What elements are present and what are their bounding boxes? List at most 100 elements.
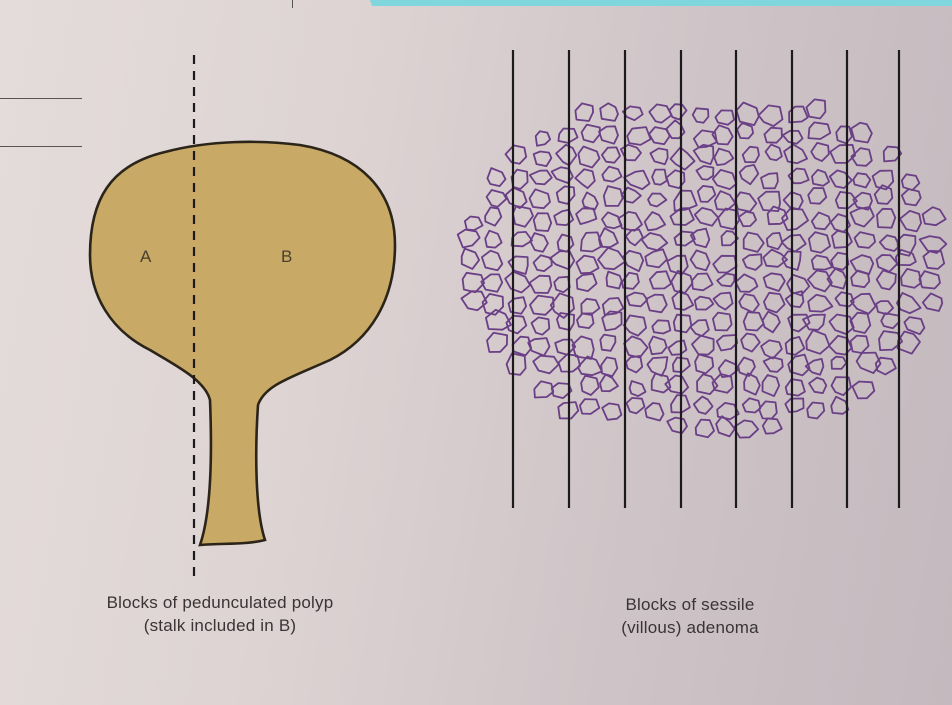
villus-cell	[550, 251, 575, 269]
villus-cell	[744, 312, 764, 330]
villus-cell	[630, 381, 646, 396]
villus-cell	[829, 315, 853, 335]
villus-cell	[487, 190, 507, 207]
left-caption-line1: Blocks of pedunculated polyp	[70, 591, 370, 614]
villus-cell	[647, 357, 667, 376]
villus-cell	[674, 315, 692, 333]
villus-cell	[691, 250, 710, 270]
villus-cell	[830, 170, 852, 188]
villus-cell	[763, 375, 780, 396]
villus-cell	[764, 293, 785, 313]
villus-cell	[627, 293, 648, 307]
villus-cell	[624, 336, 648, 357]
villus-cell	[575, 169, 595, 188]
villus-cell	[764, 128, 782, 143]
villus-cell	[624, 171, 650, 190]
villus-cell	[851, 271, 869, 288]
villus-cell	[743, 147, 759, 162]
right-caption-line2: (villous) adenoma	[570, 616, 810, 639]
villus-cell	[717, 335, 737, 351]
villus-cell	[601, 357, 617, 376]
villus-cell	[602, 147, 620, 162]
villus-cell	[831, 397, 848, 414]
villus-cell	[782, 235, 806, 252]
villous-adenoma-shape	[458, 99, 947, 437]
villus-cell	[600, 103, 618, 121]
villus-cell	[626, 230, 643, 246]
villus-cell	[582, 125, 600, 143]
villus-cell	[897, 293, 921, 313]
villus-cell	[508, 256, 527, 274]
villus-cell	[853, 173, 870, 187]
villus-cell	[645, 403, 663, 421]
villus-cell	[555, 340, 575, 355]
villus-cell	[764, 357, 783, 372]
villus-cell	[668, 341, 686, 355]
villus-cell	[809, 378, 826, 394]
villus-cell	[509, 297, 527, 314]
villus-cell	[627, 398, 645, 414]
villus-cell	[829, 336, 852, 355]
villus-cell	[576, 256, 598, 274]
villus-cell	[808, 295, 832, 312]
villus-cell	[462, 249, 479, 269]
villus-cell	[533, 356, 559, 374]
villus-cell	[506, 145, 527, 163]
villus-cell	[556, 145, 576, 166]
villus-cell	[715, 191, 735, 210]
villus-cell	[832, 231, 852, 248]
villus-cell	[624, 315, 646, 335]
villus-cell	[530, 189, 551, 208]
villus-cell	[763, 419, 782, 434]
villus-cell	[812, 255, 832, 269]
villus-cell	[532, 317, 550, 334]
villus-cell	[759, 105, 783, 126]
villus-cell	[850, 207, 874, 227]
villus-cell	[507, 353, 526, 374]
villus-cell	[877, 255, 898, 272]
villus-cell	[465, 217, 483, 231]
villus-cell	[598, 248, 625, 269]
villus-cell	[736, 274, 758, 292]
villus-cell	[581, 299, 599, 315]
villus-cell	[692, 336, 714, 355]
villus-cell	[784, 145, 807, 164]
villus-cell	[645, 249, 667, 267]
villus-cell	[692, 274, 713, 291]
villus-cell	[737, 123, 753, 138]
villus-cell	[761, 340, 782, 358]
villus-cell	[671, 147, 695, 169]
villus-cell	[811, 143, 829, 161]
villus-cell	[739, 294, 759, 312]
villus-cell	[536, 131, 551, 146]
villus-cell	[744, 373, 760, 394]
villus-cell	[534, 152, 552, 167]
label-a: A	[140, 247, 151, 267]
villus-cell	[649, 337, 667, 355]
villus-cell	[554, 277, 570, 292]
villus-cell	[902, 189, 921, 205]
villus-cell	[880, 235, 900, 251]
villus-cell	[534, 213, 552, 231]
villus-cell	[576, 208, 596, 224]
villus-cell	[600, 375, 618, 392]
villus-cell	[808, 188, 826, 204]
villus-cell	[881, 313, 899, 328]
villus-cell	[761, 173, 778, 188]
villus-cell	[583, 192, 598, 210]
villus-cell	[739, 212, 756, 227]
right-caption-line1: Blocks of sessile	[570, 593, 810, 616]
villus-cell	[713, 313, 732, 331]
villus-cell	[803, 315, 825, 330]
villus-cell	[808, 122, 830, 139]
villus-cell	[580, 399, 599, 414]
villus-cell	[650, 148, 667, 164]
villus-cell	[743, 254, 762, 270]
villus-cell	[695, 297, 714, 310]
villus-cell	[581, 376, 599, 395]
villus-cell	[534, 255, 552, 271]
villus-cell	[786, 337, 805, 355]
villus-cell	[650, 271, 671, 288]
villus-cell	[652, 170, 667, 185]
